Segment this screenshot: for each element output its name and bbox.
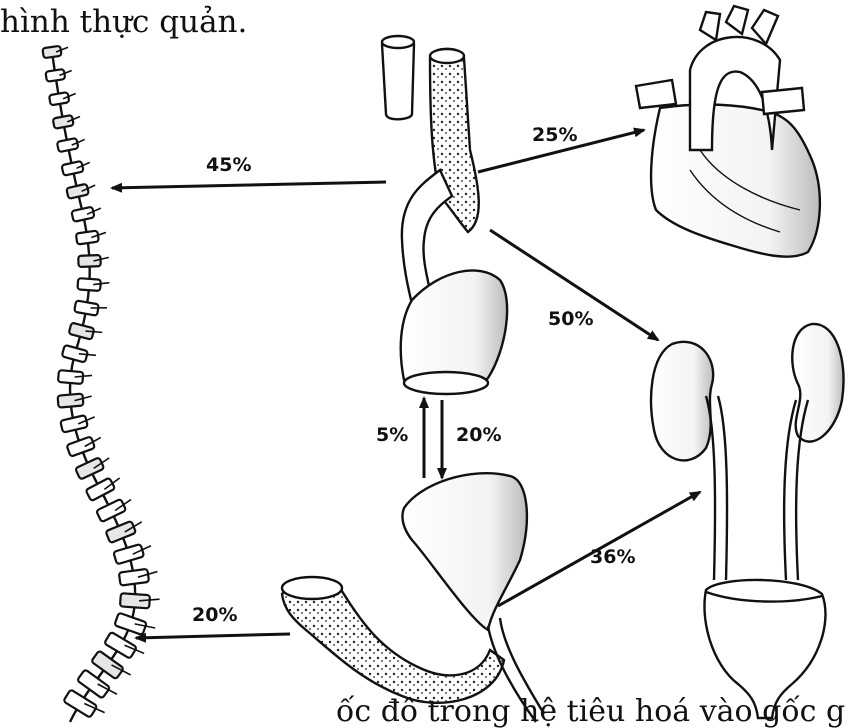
vertebra — [119, 569, 149, 586]
vertebra — [113, 544, 144, 564]
vertebra — [114, 613, 146, 635]
vertebrae-group — [42, 46, 159, 718]
vertebra — [63, 689, 97, 717]
esophagus-stomach-illustration — [382, 36, 507, 394]
gallbladder-sac — [402, 473, 526, 630]
caption-bottom: ốc đô trong hệ tiêu hoá vào gốc giới đo — [336, 694, 846, 728]
label-down-to-duodenum: 20% — [456, 424, 501, 446]
label-duodenum-to-spine: 20% — [192, 604, 237, 626]
kidney-left — [651, 342, 713, 461]
label-duodenum-to-kidneys: 36% — [590, 546, 635, 568]
vertebra — [91, 650, 124, 679]
vertebra — [60, 415, 88, 433]
vertebra — [78, 255, 101, 267]
arrow-esophagus-to-spine — [112, 182, 386, 188]
kidneys-illustration — [651, 324, 843, 718]
vertebra — [106, 521, 137, 543]
small-tube — [382, 37, 414, 119]
vessel-1 — [700, 12, 720, 40]
vertebra — [53, 115, 74, 129]
arrow-duodenum-to-spine — [136, 634, 290, 638]
vessel-2 — [726, 6, 748, 34]
vessel-left — [636, 80, 676, 108]
vertebra — [62, 161, 84, 176]
vertebra — [66, 184, 89, 199]
vertebra — [77, 669, 110, 698]
label-to-kidneys: 50% — [548, 308, 593, 330]
vertebra — [76, 231, 99, 245]
vertebra — [49, 92, 69, 105]
vertebra — [71, 207, 94, 222]
label-up-to-esophagus: 5% — [376, 424, 408, 446]
vertebra — [96, 499, 126, 522]
heart-illustration — [636, 6, 820, 257]
vessel-right — [762, 88, 804, 114]
duodenum-illustration — [282, 473, 544, 722]
label-esophagus-to-spine: 45% — [206, 154, 251, 176]
vertebra — [86, 478, 116, 502]
vessel-3 — [752, 10, 778, 44]
heart-body — [651, 105, 820, 257]
kidney-right — [792, 324, 843, 442]
vertebra — [42, 46, 61, 58]
vertebra — [75, 457, 104, 479]
spine-illustration — [42, 46, 159, 722]
vertebra — [104, 632, 137, 659]
vertebra — [66, 436, 95, 456]
vertebra — [58, 394, 84, 408]
vertebra — [57, 138, 79, 152]
label-to-heart: 25% — [532, 124, 577, 146]
vertebra — [45, 69, 65, 82]
